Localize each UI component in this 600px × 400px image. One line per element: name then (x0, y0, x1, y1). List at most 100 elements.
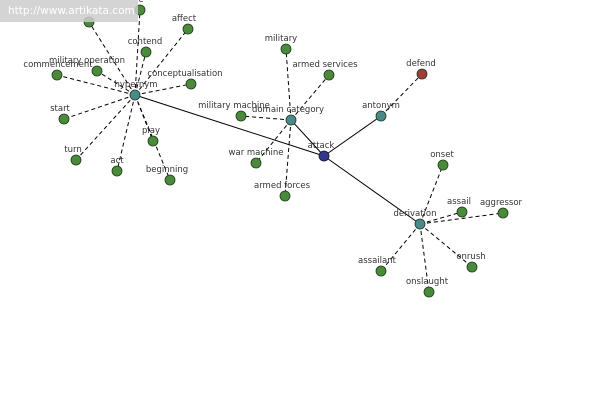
node-label: onslaught (406, 277, 449, 287)
node-attack[interactable]: attack (308, 141, 335, 162)
node-label: hypernym (114, 80, 157, 90)
node-turn[interactable]: turn (64, 145, 82, 166)
node-label: play (142, 126, 160, 136)
node-label: attack (308, 141, 335, 151)
node-dot[interactable] (147, 135, 159, 147)
node-antonym[interactable]: antonym (362, 101, 400, 122)
node-dot[interactable] (51, 69, 63, 81)
node-dot[interactable] (185, 78, 197, 90)
edge-hypernym-turn (75, 94, 136, 161)
node-military[interactable]: military (265, 34, 297, 55)
node-commencement[interactable]: commencement (23, 60, 93, 81)
edge-derivation-onslaught (419, 223, 430, 293)
node-label: military (265, 34, 297, 44)
node-label: armed forces (254, 181, 311, 191)
node-label: military machine (198, 101, 270, 111)
edge-hypernym-military_operation (96, 70, 136, 96)
node-label: onrush (456, 252, 485, 262)
node-dot[interactable] (437, 159, 449, 171)
node-dot[interactable] (140, 46, 152, 58)
node-dot[interactable] (91, 65, 103, 77)
node-label: conceptualisation (147, 69, 222, 79)
node-military-machine[interactable]: military machine (198, 101, 270, 122)
node-label: start (50, 104, 70, 114)
node-label: commencement (23, 60, 93, 70)
node-label: armed services (292, 60, 358, 70)
edge-hypernym-contend (134, 51, 147, 96)
node-conceptualisation[interactable]: conceptualisation (147, 69, 223, 90)
node-onrush[interactable]: onrush (456, 252, 486, 273)
node-dot[interactable] (279, 190, 291, 202)
node-dot[interactable] (416, 68, 428, 80)
edge-hypernym-start (63, 94, 136, 120)
node-label: onset (430, 150, 454, 160)
node-dot[interactable] (456, 206, 468, 218)
node-dot[interactable] (129, 89, 141, 101)
edge-derivation-assailant (380, 223, 421, 272)
node-hypernym[interactable]: hypernym (114, 80, 158, 101)
edge-hypernym-affect (134, 28, 189, 96)
node-domain-category[interactable]: domain category (252, 105, 324, 126)
edge-domain_category-armed_services (290, 74, 330, 121)
edge-domain_category-armed_forces (284, 119, 292, 197)
node-aggressor[interactable]: aggressor (480, 198, 523, 219)
node-label: turn (64, 145, 81, 155)
edge-hypernym-act (116, 94, 136, 172)
node-dot[interactable] (58, 113, 70, 125)
node-dot[interactable] (111, 165, 123, 177)
node-armed-forces[interactable]: armed forces (254, 181, 311, 202)
node-dot[interactable] (285, 114, 297, 126)
node-dot[interactable] (70, 154, 82, 166)
node-play[interactable]: play (142, 126, 160, 147)
node-military-operation[interactable]: military operation (49, 56, 125, 77)
node-defend[interactable]: defend (406, 59, 436, 80)
node-label: beginning (146, 165, 188, 175)
node-onset[interactable]: onset (430, 150, 454, 171)
node-dot[interactable] (182, 23, 194, 35)
node-dot[interactable] (414, 218, 426, 230)
node-war-machine[interactable]: war machine (229, 148, 284, 169)
node-start[interactable]: start (50, 104, 71, 125)
edge-attack-derivation (323, 155, 421, 225)
node-label: assail (447, 197, 471, 207)
node-beginning[interactable]: beginning (146, 165, 188, 186)
node-armed-services[interactable]: armed services (292, 60, 358, 81)
edge-hypernym-e_partial (134, 9, 141, 96)
node-dot[interactable] (375, 265, 387, 277)
edge-derivation-onrush (419, 223, 473, 268)
node-dot[interactable] (280, 43, 292, 55)
node-label: e (138, 0, 143, 5)
edge-derivation-assail (419, 211, 463, 225)
node-dot[interactable] (497, 207, 509, 219)
node-dot[interactable] (235, 110, 247, 122)
node-dot[interactable] (375, 110, 387, 122)
edge-hypernym-hidden_top (88, 21, 136, 96)
node-label: affect (172, 14, 197, 24)
node-dot[interactable] (423, 286, 435, 298)
node-dot[interactable] (164, 174, 176, 186)
node-assail[interactable]: assail (447, 197, 471, 218)
edges-layer (56, 9, 504, 293)
node-dot[interactable] (466, 261, 478, 273)
node-assailant[interactable]: assailant (358, 256, 397, 277)
edge-domain_category-war_machine (255, 119, 292, 164)
node-dot[interactable] (318, 150, 330, 162)
edge-attack-domain_category (290, 119, 325, 157)
node-dot[interactable] (250, 157, 262, 169)
node-label: aggressor (480, 198, 523, 208)
edge-domain_category-military_machine (240, 115, 292, 121)
node-contend[interactable]: contend (128, 37, 163, 58)
node-label: act (110, 156, 124, 166)
node-onslaught[interactable]: onslaught (406, 277, 449, 298)
node-derivation[interactable]: derivation (393, 209, 437, 230)
node-dot[interactable] (323, 69, 335, 81)
watermark-banner: http://www.artikata.com (0, 0, 138, 22)
edge-antonym-defend (380, 73, 423, 117)
node-act[interactable]: act (110, 156, 124, 177)
node-label: defend (406, 59, 436, 69)
edge-attack-antonym (323, 115, 382, 157)
node-label: derivation (393, 209, 436, 219)
node-label: contend (128, 37, 163, 47)
node-affect[interactable]: affect (172, 14, 197, 35)
